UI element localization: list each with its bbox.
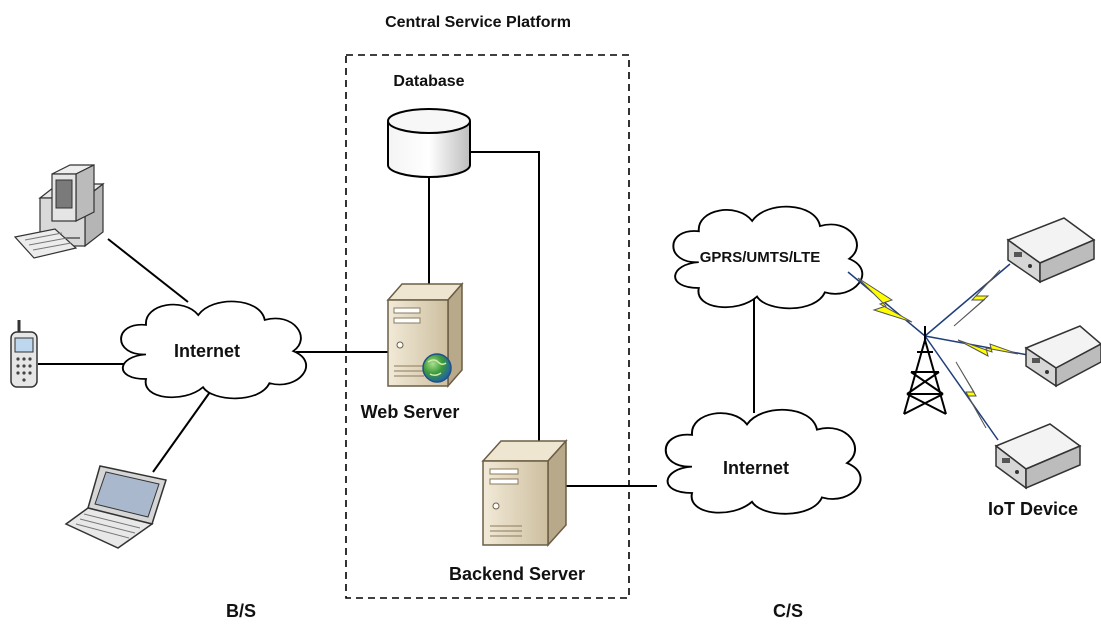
backend-server-icon <box>481 439 568 547</box>
cellular-cloud <box>672 205 864 310</box>
database-label: Database <box>393 73 464 90</box>
cell-tower-icon <box>903 326 947 415</box>
link-laptop-internet <box>152 391 211 473</box>
iot-device-label: IoT Device <box>988 499 1078 519</box>
globe-icon <box>422 353 452 383</box>
web-server-label: Web Server <box>361 402 460 422</box>
link-desktop-internet <box>107 238 189 303</box>
connection-lines <box>38 151 755 487</box>
internet-right-label: Internet <box>723 458 789 478</box>
central-platform-boundary <box>345 54 630 599</box>
internet-left-label: Internet <box>174 341 240 361</box>
desktop-computer-icon <box>13 164 105 259</box>
internet-cloud-left <box>120 300 308 400</box>
iot-device-icon-1 <box>1006 217 1096 284</box>
cs-label: C/S <box>773 601 803 621</box>
mobile-phone-icon <box>10 320 38 388</box>
central-platform-title: Central Service Platform <box>385 14 571 31</box>
backend-server-label: Backend Server <box>449 564 585 584</box>
link-database-backend <box>470 151 540 443</box>
cellular-label: GPRS/UMTS/LTE <box>700 249 821 266</box>
web-server-icon <box>386 282 464 388</box>
iot-device-icon-3 <box>994 423 1082 490</box>
internet-cloud-right <box>664 408 862 515</box>
laptop-icon <box>64 465 167 549</box>
lightning-bolts <box>857 269 1019 429</box>
bs-label: B/S <box>226 601 256 621</box>
iot-device-icon-2 <box>1024 325 1101 388</box>
database-icon <box>387 108 471 178</box>
